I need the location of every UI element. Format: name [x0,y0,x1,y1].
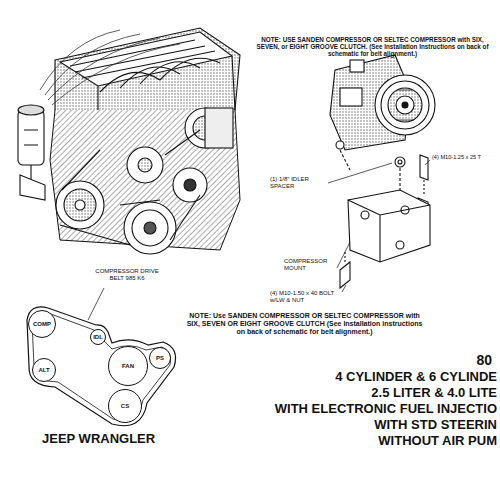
belt-routing [27,288,176,426]
drawing-stroke [340,150,350,170]
drawing-stroke [340,88,362,106]
drawing-stroke [173,168,207,202]
drawing-stroke [361,211,369,219]
pulley-circle: ALT [32,358,56,382]
pulley-circle: IDL [90,329,106,345]
pulley-circle: CS [108,389,142,423]
drawing-stroke [388,88,422,122]
drawing-stroke [396,90,414,120]
part-label: COMPRESSOR MOUNT [284,258,336,272]
drawing-stroke [398,160,402,164]
pulley-label: COMP [33,321,51,327]
drawing-stroke [138,158,152,172]
drawing-stroke [18,110,44,165]
drawing-stroke [396,241,404,249]
drawing-stroke [396,96,414,114]
pulley-label: ALT [38,367,49,373]
drawing-stroke [27,307,176,426]
drawing-stroke [127,147,163,183]
part-label: (1) 1/8" IDLER SPACER [270,176,328,190]
drawing-stroke [205,108,233,148]
drawing-stroke [375,75,435,135]
drawing-stroke [328,163,392,183]
drawing-stroke [24,130,38,185]
part-label: (4) M10-1.50 x 40 BOLT w/LW & NUT [270,290,340,304]
drawing-stroke [420,155,428,180]
model-heading: 80 [476,352,492,368]
part-label: (4) M10-1.25 x 25 T [432,154,481,160]
model-heading: WITH ELECTRONIC FUEL INJECTIO [275,402,497,417]
model-heading: 2.5 LITER & 4.0 LITE [371,386,497,401]
part-label: NOTE: USE SANDEN COMPRESSOR OR SELTEC CO… [250,36,495,58]
drawing-stroke [395,157,405,167]
pulley-label: FAN [122,363,134,369]
drawing-stroke [402,102,408,108]
pulley-label: CS [121,403,129,409]
drawing-stroke [399,168,400,190]
drawing-stroke [336,141,344,149]
drawing-stroke [425,160,430,165]
drawing-stroke [342,285,346,292]
drawing-stroke [132,210,168,246]
model-heading: WITHOUT AIR PUM [378,434,497,449]
drawing-stroke [401,206,409,214]
drawing-stroke [100,58,220,92]
pulley-label: IDL [93,334,103,340]
engine-drawing [18,28,240,254]
part-label: COMPRESSOR DRIVE BELT 985 K6 [92,268,162,282]
drawing-stroke [124,202,176,254]
drawing-stroke [64,189,96,221]
drawing-stroke [381,81,429,129]
drawing-stroke [184,179,196,191]
drawing-stroke [20,175,45,200]
drawing-stroke [88,288,104,320]
drawing-stroke [348,200,430,262]
drawing-stroke [144,222,156,234]
pulley-circle: PS [149,347,171,369]
part-label: NOTE: Use SANDEN COMPRESSOR OR SELTEC CO… [182,312,427,336]
drawing-stroke [40,30,180,105]
drawing-stroke [423,180,424,195]
diagram-title: JEEP WRANGLER [42,432,155,447]
pulley-label: PS [156,355,164,361]
drawing-stroke [75,200,85,210]
drawing-stroke [340,262,350,288]
drawing-stroke [337,242,350,268]
drawing-stroke [18,105,44,115]
drawing-stroke [60,130,200,245]
pulley-circle: COMP [28,310,56,338]
model-heading: WITH STD STEERIN [374,418,497,433]
model-heading: 4 CYLINDER & 6 CYLINDE [335,370,497,385]
compressor-drawing [328,55,435,292]
drawing-stroke [350,60,364,72]
drawing-stroke [348,190,430,262]
pulley-circle: FAN [108,346,148,386]
